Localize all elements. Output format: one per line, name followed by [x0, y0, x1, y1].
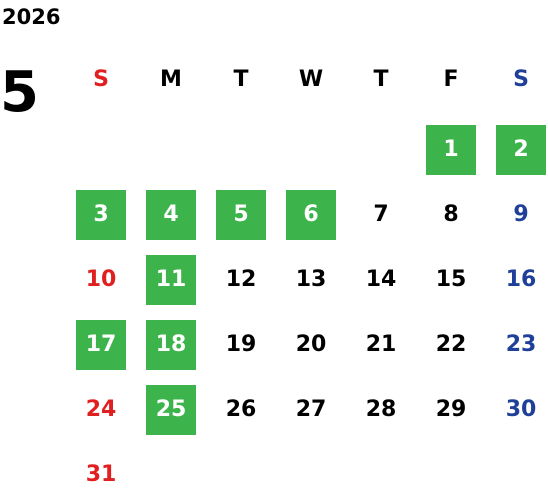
day-cell-11[interactable]: 11 — [146, 255, 196, 305]
day-cell-17[interactable]: 17 — [76, 320, 126, 370]
weekday-sat: S — [513, 67, 529, 92]
weekday-tue: T — [233, 67, 249, 92]
day-cell-5[interactable]: 5 — [216, 190, 266, 240]
weekday-mon: M — [160, 67, 182, 92]
day-cell-6[interactable]: 6 — [286, 190, 336, 240]
day-cell-12[interactable]: 12 — [225, 267, 257, 292]
day-cell-20[interactable]: 20 — [295, 332, 327, 357]
year-label: 2026 — [2, 5, 61, 29]
day-cell-16[interactable]: 16 — [505, 267, 537, 292]
day-cell-8[interactable]: 8 — [443, 202, 459, 227]
day-cell-27[interactable]: 27 — [295, 397, 327, 422]
weekday-sun: S — [93, 67, 109, 92]
day-cell-19[interactable]: 19 — [225, 332, 257, 357]
day-cell-1[interactable]: 1 — [426, 125, 476, 175]
day-cell-26[interactable]: 26 — [225, 397, 257, 422]
day-cell-21[interactable]: 21 — [365, 332, 397, 357]
day-cell-4[interactable]: 4 — [146, 190, 196, 240]
day-cell-25[interactable]: 25 — [146, 385, 196, 435]
weekday-thu: T — [373, 67, 389, 92]
day-cell-18[interactable]: 18 — [146, 320, 196, 370]
day-cell-29[interactable]: 29 — [435, 397, 467, 422]
day-cell-15[interactable]: 15 — [435, 267, 467, 292]
day-cell-23[interactable]: 23 — [505, 332, 537, 357]
day-cell-3[interactable]: 3 — [76, 190, 126, 240]
day-cell-30[interactable]: 30 — [505, 397, 537, 422]
weekday-fri: F — [443, 67, 459, 92]
day-cell-10[interactable]: 10 — [85, 267, 117, 292]
day-cell-31[interactable]: 31 — [85, 462, 117, 487]
day-cell-22[interactable]: 22 — [435, 332, 467, 357]
day-cell-7[interactable]: 7 — [373, 202, 389, 227]
day-cell-9[interactable]: 9 — [513, 202, 529, 227]
weekday-wed: W — [298, 67, 324, 92]
day-cell-2[interactable]: 2 — [496, 125, 546, 175]
month-number: 5 — [0, 60, 39, 125]
day-cell-28[interactable]: 28 — [365, 397, 397, 422]
day-cell-13[interactable]: 13 — [295, 267, 327, 292]
day-cell-24[interactable]: 24 — [85, 397, 117, 422]
day-cell-14[interactable]: 14 — [365, 267, 397, 292]
